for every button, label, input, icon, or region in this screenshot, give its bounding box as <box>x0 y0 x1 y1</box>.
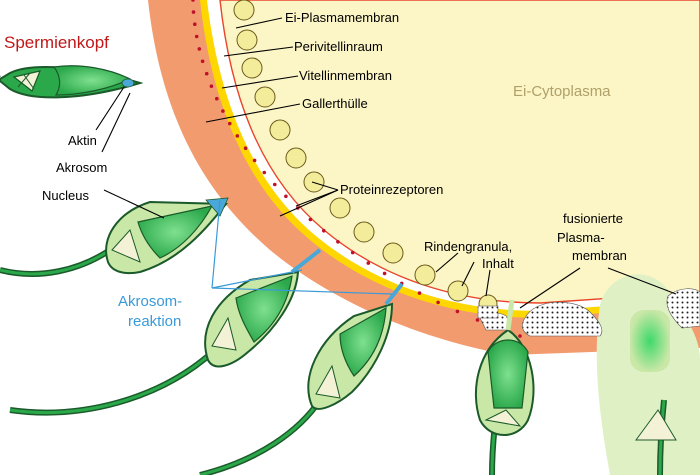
receptor-dot <box>336 240 340 244</box>
label-rindengranula-2: Inhalt <box>482 256 514 271</box>
receptor-dot <box>475 318 480 322</box>
label-vitellinmembran: Vitellinmembran <box>299 68 392 83</box>
receptor-dot <box>243 146 248 150</box>
sperm-incorporated <box>635 399 677 475</box>
receptor-dot <box>262 170 267 175</box>
receptor-dot <box>235 134 240 138</box>
receptor-dot <box>194 34 199 39</box>
cortical-granule <box>414 264 436 286</box>
label-gallerthuelle: Gallerthülle <box>302 96 368 111</box>
sperm-fused <box>474 299 535 475</box>
granule-content-dotted-right <box>666 288 700 329</box>
receptor-dot <box>191 10 196 14</box>
acrosome-blue <box>121 78 135 88</box>
cortical-granule <box>382 242 404 264</box>
receptor-dot <box>221 109 225 113</box>
receptor-dot <box>228 121 232 126</box>
receptor-dot <box>436 300 440 305</box>
granule-content-dotted <box>521 301 603 337</box>
receptor-dot <box>322 228 326 233</box>
receptor-dot <box>252 158 257 163</box>
label-fusionierte-1: fusionierte <box>563 211 623 226</box>
cortical-granule <box>233 0 255 21</box>
receptor-dot <box>308 217 313 222</box>
granule-exocytosis <box>477 305 499 319</box>
receptor-dot <box>382 271 387 276</box>
label-rindengranula-1: Rindengranula, <box>424 239 512 254</box>
label-spermienkopf: Spermienkopf <box>4 33 109 52</box>
receptor-dot <box>284 194 288 199</box>
sperm-penetrating <box>199 282 404 475</box>
receptor-dots <box>191 0 522 338</box>
receptor-dot <box>273 182 277 187</box>
receptor-dot <box>209 84 214 88</box>
cortical-granules <box>233 0 499 319</box>
receptor-dot <box>193 22 197 27</box>
fusion-area <box>479 274 700 475</box>
receptor-dot <box>197 47 202 51</box>
receptor-dot <box>191 0 195 2</box>
receptor-dot <box>455 309 460 314</box>
labels: Ei-Plasmamembran Perivitellinraum Vitell… <box>4 10 627 330</box>
sperm-cells <box>0 65 677 475</box>
sperm-head-detail <box>0 65 144 99</box>
label-akrosomreaktion-1: Akrosom- <box>118 293 182 310</box>
leader-lines <box>95 17 677 309</box>
cortical-granule <box>269 119 291 141</box>
cortical-granule <box>254 86 276 108</box>
cortical-granule <box>285 147 307 169</box>
label-fusionierte-3: membran <box>572 248 627 263</box>
cortical-granule <box>303 171 325 193</box>
fused-nucleus <box>630 310 670 372</box>
cortical-granule <box>447 280 469 302</box>
cortical-granule <box>353 221 375 243</box>
label-fusionierte-2: Plasma- <box>557 230 605 245</box>
receptor-dot <box>204 71 209 76</box>
label-ei-cytoplasma: Ei-Cytoplasma <box>513 83 611 100</box>
label-aktin: Aktin <box>68 133 97 148</box>
label-proteinrezeptoren: Proteinrezeptoren <box>340 182 443 197</box>
receptor-dot <box>366 261 371 265</box>
cortical-granule <box>241 57 263 79</box>
cortical-granule <box>329 197 351 219</box>
label-akrosomreaktion-2: reaktion <box>128 313 181 330</box>
receptor-dot <box>417 291 422 295</box>
sperm-approaching <box>0 197 229 277</box>
cortical-granule <box>236 29 258 51</box>
receptor-dot <box>215 96 219 101</box>
label-plasmamembran: Ei-Plasmamembran <box>285 10 399 25</box>
receptor-dot <box>350 250 355 255</box>
fused-membrane-bulge <box>596 274 700 475</box>
sperm-acrosome-reaction <box>9 248 322 416</box>
label-akrosom: Akrosom <box>56 160 107 175</box>
egg <box>148 0 700 355</box>
label-perivitellinraum: Perivitellinraum <box>294 39 383 54</box>
label-nucleus: Nucleus <box>42 188 89 203</box>
receptor-dot <box>518 334 522 338</box>
receptor-dot <box>200 59 205 64</box>
